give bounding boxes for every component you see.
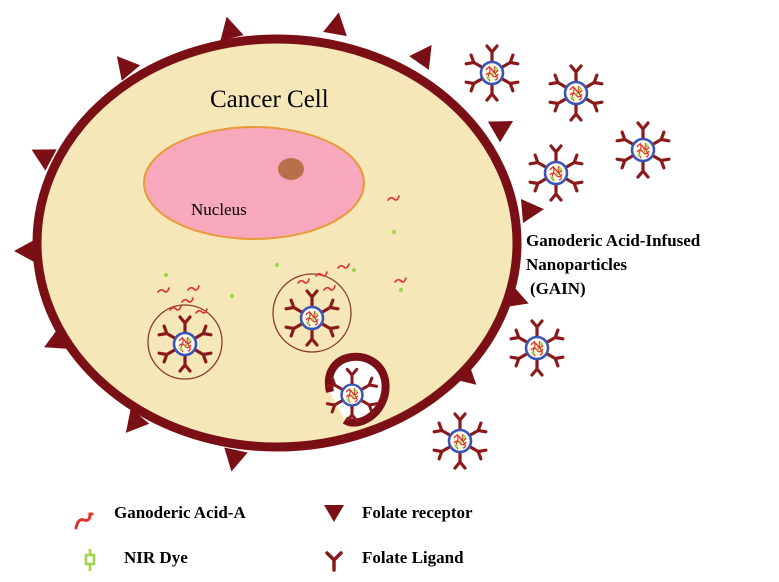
- nucleolus: [278, 158, 304, 180]
- legend-folate-ligand-icon: [325, 551, 343, 572]
- nanoparticle-label-line3: (GAIN): [530, 279, 586, 298]
- endocytosis-pocket: [324, 352, 390, 427]
- legend-ga-icon: [74, 512, 94, 530]
- legend-folate-receptor-label: Folate receptor: [362, 503, 473, 522]
- legend-nir-dye-label: NIR Dye: [124, 548, 188, 567]
- nanoparticle-label: Ganoderic Acid-Infused Nanoparticles (GA…: [526, 229, 700, 301]
- endosome-2: [272, 271, 352, 353]
- cancer-cell-label: Cancer Cell: [210, 86, 329, 113]
- legend-nir-dye-icon: [84, 549, 96, 571]
- legend-folate-receptor-icon: [324, 505, 344, 522]
- nanoparticle-label-line1: Ganoderic Acid-Infused: [526, 231, 701, 250]
- nucleus-label: Nucleus: [191, 200, 247, 219]
- cancer-cell: [32, 34, 522, 452]
- nanoparticle-label-line2: Nanoparticles: [526, 255, 628, 274]
- endosome-1: [147, 297, 223, 380]
- released-payload: [157, 195, 407, 298]
- legend-folate-ligand-label: Folate Ligand: [362, 548, 464, 567]
- nucleus: [143, 126, 365, 240]
- legend-ganoderic-acid-label: Ganoderic Acid-A: [114, 503, 246, 522]
